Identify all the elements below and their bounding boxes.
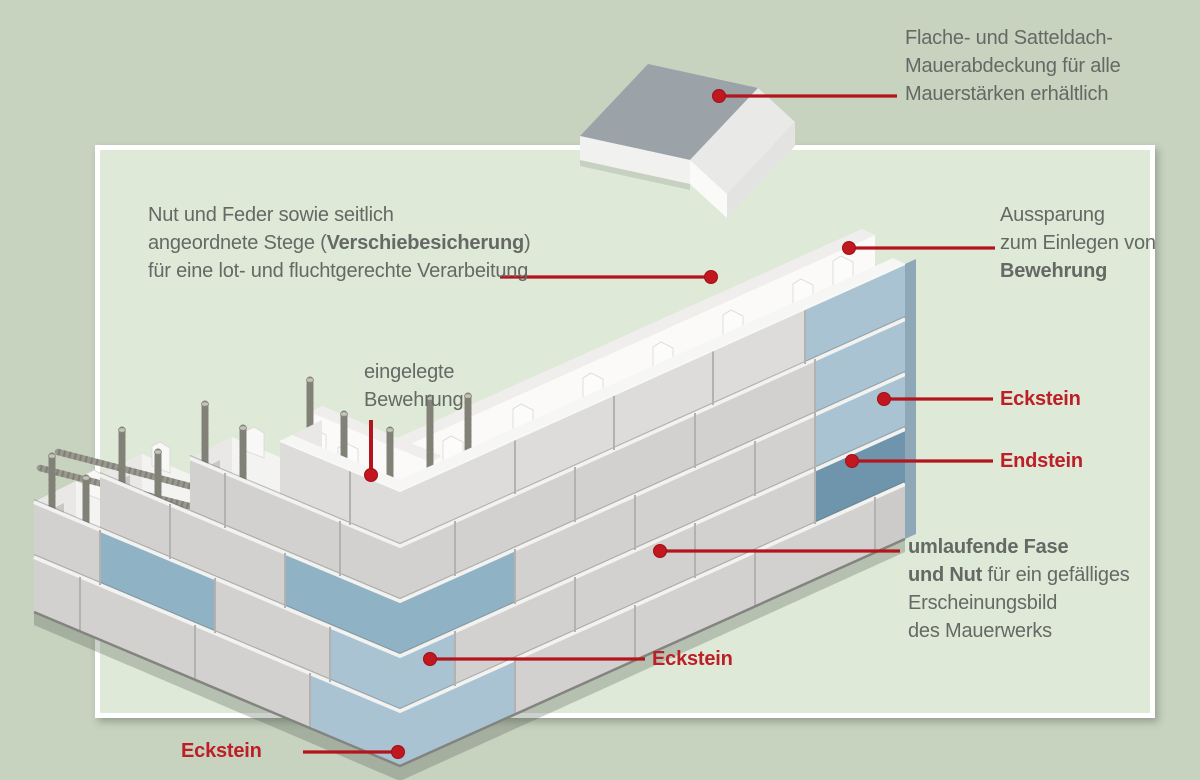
leader-dot-end-stone [845, 454, 859, 468]
label-line: für eine lot- und fluchtgerechte Verarbe… [148, 260, 529, 282]
vertical-rebar-steps [48, 400, 247, 530]
label-line: Nut und Feder sowie seitlich [148, 204, 394, 226]
course-chamfer-lines [33, 316, 906, 714]
label-line: Aussparung [1000, 204, 1105, 226]
label-line: eingelegte [364, 361, 455, 383]
label-line: Erscheinungsbild [908, 592, 1058, 614]
label-line: Mauerstärken erhältlich [905, 83, 1109, 105]
wall-short-leg-faces [34, 441, 400, 766]
label-tongue-groove-note: Nut und Feder sowie seitlich angeordnete … [148, 201, 531, 285]
label-line: Eckstein [652, 648, 733, 670]
label-corner-stone-bottom: Eckstein [181, 739, 262, 763]
label-line: zum Einlegen von [1000, 232, 1156, 254]
label-line: angeordnete Stege (Verschiebesicherung) [148, 232, 531, 254]
label-corner-stone-right: Eckstein [1000, 387, 1081, 411]
leader-dot-roof-cap-note [712, 89, 726, 103]
label-line: Bewehrung [364, 389, 464, 411]
leader-dot-corner-stone-middle [423, 652, 437, 666]
leader-overlay [303, 89, 995, 759]
label-line: und Nut für ein gefälliges [908, 564, 1130, 586]
leader-dot-corner-stone-bottom [391, 745, 405, 759]
label-line: Endstein [1000, 450, 1083, 472]
label-line: Flache- und Satteldach- [905, 27, 1113, 49]
label-line: des Mauerwerks [908, 620, 1052, 642]
label-line: umlaufende Fase [908, 536, 1069, 558]
label-line: Eckstein [1000, 388, 1081, 410]
label-line: Mauerabdeckung für alle [905, 55, 1121, 77]
roof-cap-illustration [580, 64, 795, 218]
leader-dot-recess-note [842, 241, 856, 255]
ground-shadow [33, 537, 906, 780]
leader-dot-inlaid-rebar-note [364, 468, 378, 482]
leader-dot-corner-stone-right [877, 392, 891, 406]
leader-dot-chamfer-note [653, 544, 667, 558]
label-chamfer-note: umlaufende Fase und Nut für ein gefällige… [908, 533, 1130, 645]
label-line: Bewehrung [1000, 260, 1108, 282]
label-end-stone: Endstein [1000, 449, 1083, 473]
label-roof-cap-note: Flache- und Satteldach- Mauerabdeckung fü… [905, 24, 1121, 108]
label-corner-stone-middle: Eckstein [652, 647, 733, 671]
label-line: Eckstein [181, 740, 262, 762]
leader-dot-tongue-groove-note [704, 270, 718, 284]
channel-front-strips [279, 258, 906, 493]
